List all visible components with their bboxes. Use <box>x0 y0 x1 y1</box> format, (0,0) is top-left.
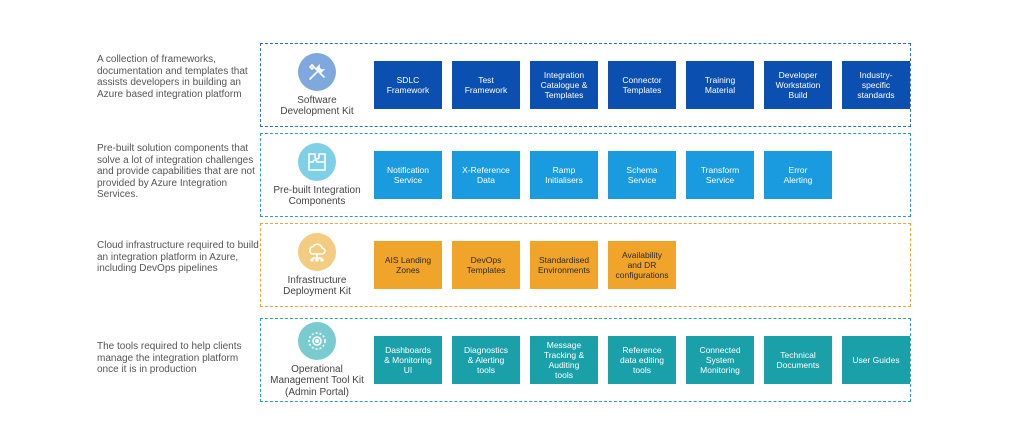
prebuilt-kit: Pre-built Integration Components <box>261 134 373 216</box>
technical-documents-box: Technical Documents <box>764 336 832 384</box>
sdk-boxes: SDLC Framework Test Framework Integratio… <box>374 44 910 126</box>
gear-network-icon <box>298 321 336 360</box>
sdk-kit: Software Development Kit <box>261 44 373 126</box>
ops-boxes: Dashboards & Monitoring UI Diagnostics &… <box>374 319 910 401</box>
connector-templates-box: Connector Templates <box>608 61 676 109</box>
training-material-box: Training Material <box>686 61 754 109</box>
sdk-kit-title: Software Development Kit <box>280 94 354 118</box>
prebuilt-row: Pre-built Integration Components Notific… <box>260 133 911 217</box>
user-guides-box: User Guides <box>842 336 910 384</box>
standardised-environments-box: Standardised Environments <box>530 241 598 289</box>
ais-landing-zones-box: AIS Landing Zones <box>374 241 442 289</box>
ramp-initialisers-box: Ramp Initialisers <box>530 151 598 199</box>
sdk-description: A collection of frameworks, documentatio… <box>97 54 248 100</box>
infra-boxes: AIS Landing Zones DevOps Templates Stand… <box>374 224 676 306</box>
x-reference-data-box: X-Reference Data <box>452 151 520 199</box>
cloud-network-icon <box>298 232 336 271</box>
error-alerting-box: Error Alerting <box>764 151 832 199</box>
schema-service-box: Schema Service <box>608 151 676 199</box>
diagnostics-alerting-box: Diagnostics & Alerting tools <box>452 336 520 384</box>
infra-description: Cloud infrastructure required to build a… <box>97 240 259 274</box>
notification-service-box: Notification Service <box>374 151 442 199</box>
infra-kit: Infrastructure Deployment Kit <box>261 224 373 306</box>
developer-workstation-box: Developer Workstation Build <box>764 61 832 109</box>
prebuilt-kit-title: Pre-built Integration Components <box>273 184 361 208</box>
sdk-row: Software Development Kit SDLC Framework … <box>260 43 911 127</box>
ops-kit: Operational Management Tool Kit (Admin P… <box>261 319 373 401</box>
tools-icon <box>298 52 336 91</box>
prebuilt-description: Pre-built solution components that solve… <box>97 143 255 200</box>
reference-data-editing-box: Reference data editing tools <box>608 336 676 384</box>
message-tracking-box: Message Tracking & Auditing tools <box>530 336 598 384</box>
test-framework-box: Test Framework <box>452 61 520 109</box>
availability-dr-box: Availability and DR configurations <box>608 241 676 289</box>
prebuilt-boxes: Notification Service X-Reference Data Ra… <box>374 134 832 216</box>
puzzle-icon <box>298 142 336 181</box>
transform-service-box: Transform Service <box>686 151 754 199</box>
sdlc-framework-box: SDLC Framework <box>374 61 442 109</box>
ops-kit-title: Operational Management Tool Kit (Admin P… <box>270 363 364 398</box>
devops-templates-box: DevOps Templates <box>452 241 520 289</box>
industry-standards-box: Industry- specific standards <box>842 61 910 109</box>
integration-catalogue-box: Integration Catalogue & Templates <box>530 61 598 109</box>
connected-system-monitoring-box: Connected System Monitoring <box>686 336 754 384</box>
dashboards-monitoring-box: Dashboards & Monitoring UI <box>374 336 442 384</box>
infra-row: Infrastructure Deployment Kit AIS Landin… <box>260 223 911 307</box>
ops-row: Operational Management Tool Kit (Admin P… <box>260 318 911 402</box>
ops-description: The tools required to help clients manag… <box>97 341 242 375</box>
infra-kit-title: Infrastructure Deployment Kit <box>283 274 351 298</box>
